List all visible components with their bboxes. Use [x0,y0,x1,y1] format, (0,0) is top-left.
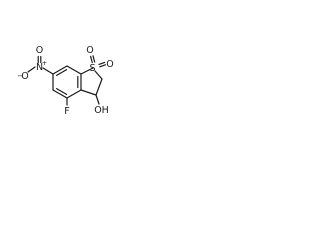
bond-c3-c3a [80,89,97,96]
bond-c2-c3 [95,78,103,96]
bond-c7a-c7 [66,65,82,75]
bond-c7a-s [80,67,94,75]
atom-fluorine: F [64,106,69,117]
atom-hydroxyl: OH [94,105,109,116]
atom-nitro-oxygen-minus: O [21,71,28,82]
bond-s-o-left-a [89,55,93,64]
atom-sulfur: S [89,63,95,74]
thiophene-ring [80,67,103,96]
bond-s-o-right-b [99,64,107,68]
nitro-group [27,55,54,75]
sulfonyl-group [89,55,107,68]
benzene-ring [52,65,82,99]
atom-nitro-nitrogen: N [36,62,43,73]
bond-s-o-right-a [98,61,106,66]
bond-n-o-minus [27,66,36,73]
atom-sulfonyl-oxygen-right: O [106,59,113,70]
bond-c7-c6-inner [55,68,68,77]
structure-diagram: S O O N + O O − F OH [17,45,113,117]
atom-nitro-nitrogen-charge: + [42,59,47,67]
bond-s-o-left-b [92,55,96,63]
bond-c7-c6 [52,65,68,75]
bond-c5-c4-inner [55,87,68,96]
atom-nitro-oxygen-minus-charge: − [17,72,22,80]
bond-c5-c4 [52,89,68,99]
bond-c4-c3a [66,89,82,99]
bond-c6-n [42,67,54,75]
atom-nitro-oxygen-double: O [36,45,43,56]
atom-sulfonyl-oxygen-left: O [86,45,93,56]
bond-c3-oh [95,94,100,105]
bond-s-c2 [94,70,103,80]
